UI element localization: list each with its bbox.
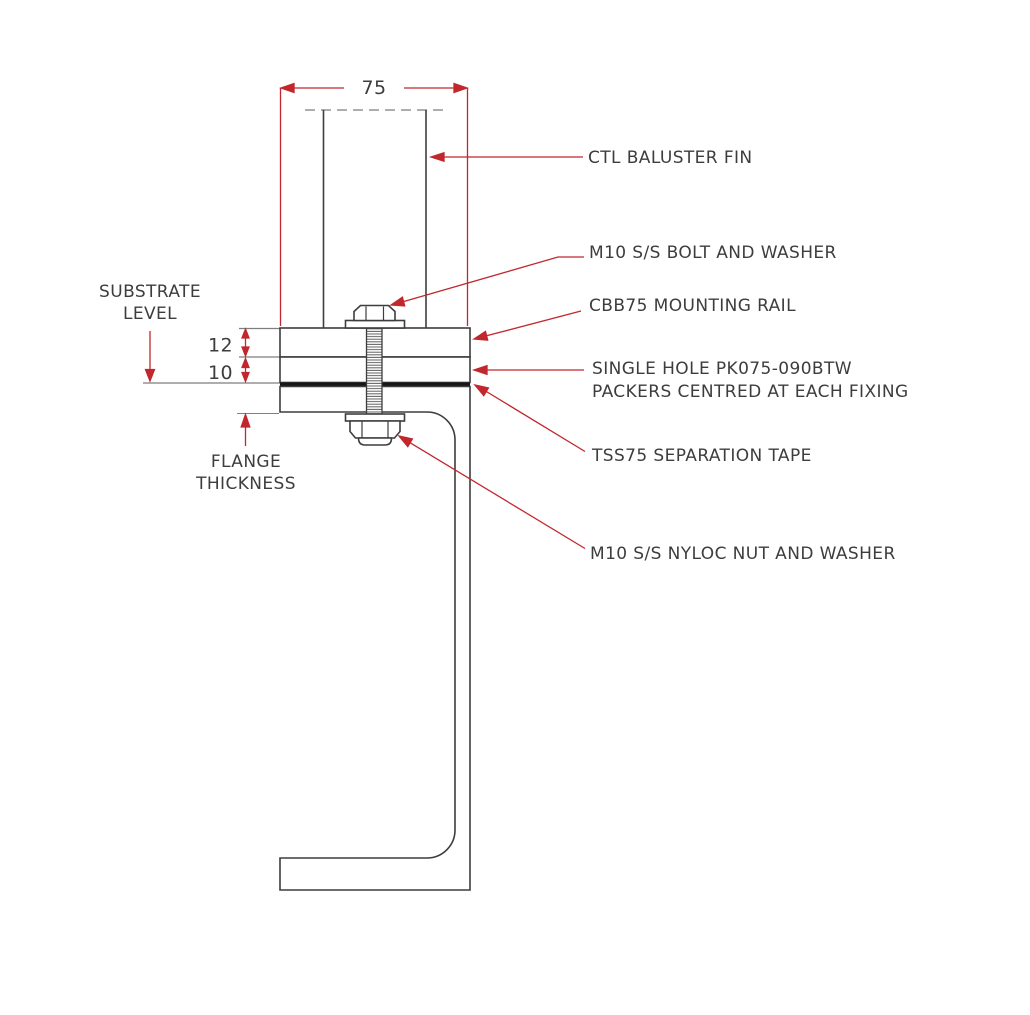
flange-arrow bbox=[240, 412, 251, 428]
leader-rail bbox=[486, 310, 582, 337]
labels: 75 12 10 SUBSTRATE LEVEL FLANGE THICKNES… bbox=[99, 77, 909, 564]
substrate-arrow bbox=[144, 368, 156, 383]
callout-fin: CTL BALUSTER FIN bbox=[588, 148, 753, 168]
dim75-arrow-right bbox=[453, 82, 469, 94]
substrate-level-label-line1: SUBSTRATE bbox=[99, 282, 201, 302]
callout-packers-line1: SINGLE HOLE PK075-090BTW bbox=[592, 359, 852, 379]
dim-rail-width: 75 bbox=[362, 77, 387, 99]
callout-nut: M10 S/S NYLOC NUT AND WASHER bbox=[590, 544, 896, 564]
bolt-head bbox=[353, 304, 396, 322]
steel-bracket bbox=[279, 385, 471, 891]
leader-rail-arrow bbox=[472, 330, 489, 341]
leader-tape bbox=[485, 390, 586, 453]
dim10-arrow-down bbox=[241, 371, 250, 384]
callout-tape: TSS75 SEPARATION TAPE bbox=[591, 446, 812, 466]
leader-bolt bbox=[402, 256, 584, 303]
top-washer bbox=[344, 319, 406, 329]
red-annotation-lines bbox=[144, 82, 586, 550]
substrate-level-label-line2: LEVEL bbox=[123, 304, 177, 324]
dim75-arrow-left bbox=[279, 82, 295, 94]
leader-bolt-arrow bbox=[389, 296, 406, 307]
leader-tape-arrow bbox=[473, 383, 490, 397]
dim12-arrow-down bbox=[241, 346, 250, 358]
callout-rail: CBB75 MOUNTING RAIL bbox=[589, 296, 796, 316]
leader-fin-arrow bbox=[428, 151, 445, 163]
leader-nut bbox=[409, 442, 586, 550]
nyloc-collar bbox=[357, 437, 393, 446]
bolt-thread bbox=[365, 327, 383, 415]
geometry bbox=[279, 110, 471, 891]
dim-rail-thickness: 12 bbox=[208, 335, 233, 357]
flange-thickness-label-line2: THICKNESS bbox=[195, 474, 296, 494]
callout-packers-line2: PACKERS CENTRED AT EACH FIXING bbox=[592, 382, 909, 402]
dim12-arrow-up bbox=[241, 327, 250, 339]
red-annotations bbox=[144, 82, 586, 550]
leader-nut-arrow bbox=[397, 434, 414, 448]
leader-packers-arrow bbox=[471, 364, 488, 376]
bottom-washer bbox=[344, 413, 406, 422]
dim-packer-thickness: 10 bbox=[208, 362, 233, 384]
dim10-arrow-up bbox=[241, 356, 250, 369]
nyloc-nut bbox=[349, 420, 401, 439]
callout-bolt: M10 S/S BOLT AND WASHER bbox=[589, 243, 837, 263]
flange-thickness-label-line1: FLANGE bbox=[211, 452, 281, 472]
